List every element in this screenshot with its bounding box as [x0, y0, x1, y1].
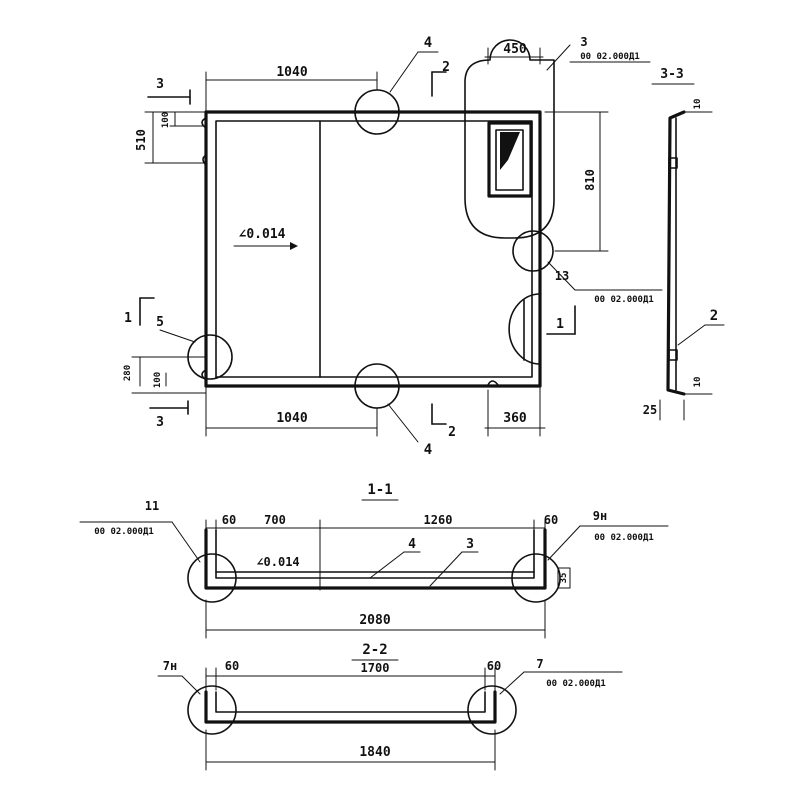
section-22-title: 2-2 [362, 642, 387, 658]
section-22-dim-1700: 1700 [361, 661, 390, 675]
detail-arc-1-1 [508, 293, 541, 365]
slope-arrow-head [290, 242, 298, 250]
section-22-dim-60-left: 60 [225, 659, 239, 673]
section-11-dim-35: 35 [559, 573, 569, 584]
section-11-dim-35-box [557, 567, 571, 589]
drain-block-fill [500, 132, 520, 170]
cut-2-top: 2 [442, 60, 450, 75]
section-33-callout-2: 2 [710, 308, 718, 324]
section-11-dim-1260: 1260 [424, 513, 453, 527]
section-22-leader-7 [499, 671, 525, 695]
section-22-circle-7h [187, 685, 237, 735]
cut-2-bottom: 2 [448, 425, 456, 440]
dim-top-width: 1040 [276, 65, 307, 80]
section-22-leader-7h [181, 675, 201, 695]
leader-3 [546, 44, 571, 71]
section-22-callout-7h: 7н [163, 659, 177, 673]
section-11-callout-4: 4 [408, 537, 416, 552]
callout-3-ref: 00 02.000Д1 [580, 52, 640, 62]
cut-1-left: 1 [124, 311, 132, 326]
dim-left-280: 280 [123, 365, 133, 381]
section-33-dim-10-top: 10 [693, 99, 703, 110]
section-1-1: 1-1 60 700 1260 60 ∠0.014 4 3 11 00 02.0… [79, 482, 669, 639]
section-33-notch-bottom [668, 349, 678, 361]
section-22-inner-profile [215, 691, 486, 713]
section-11-dim-60-right: 60 [544, 513, 558, 527]
leader-13 [547, 261, 576, 291]
section-33-profile [666, 110, 686, 396]
leader-4-top [389, 51, 419, 93]
dim-left-100-top: 100 [161, 112, 171, 128]
drain-block-inner [495, 129, 524, 191]
section-11-callout-3: 3 [466, 537, 474, 552]
section-22-circle-7 [467, 685, 517, 735]
plan-outer-outline [204, 110, 542, 388]
cut-1-right: 1 [556, 317, 564, 332]
section-11-leader-4 [369, 551, 405, 579]
section-33-leader-2 [677, 324, 706, 346]
cut-3-left: 3 [156, 77, 164, 92]
oblong-callout-3 [464, 39, 555, 239]
leader-5 [159, 329, 196, 343]
hook-left-top [201, 117, 207, 129]
leader-4-bottom [387, 403, 419, 443]
dim-left-510: 510 [134, 129, 148, 151]
detail-circle-13 [512, 230, 554, 272]
section-22-dim-60-right: 60 [487, 659, 501, 673]
section-11-circle-11 [187, 553, 237, 603]
callout-13-ref: 00 02.000Д1 [594, 295, 654, 305]
plan-inner-rim [215, 120, 533, 378]
cut-3-left-bottom: 3 [156, 415, 164, 430]
section-22-callout-7: 7 [536, 657, 543, 671]
section-11-inner-profile [215, 529, 535, 579]
section-3-3: 3-3 10 10 25 2 [643, 67, 725, 421]
section-2-2: 2-2 1700 60 60 7н 7 00 02.000Д1 1840 [157, 642, 623, 771]
section-11-leader-3 [429, 551, 463, 587]
section-11-callout-9h: 9н [593, 509, 607, 523]
section-33-title: 3-3 [660, 67, 683, 82]
dim-left-100-bottom: 100 [153, 372, 163, 388]
callout-4-top: 4 [424, 35, 432, 51]
section-22-outer-profile [204, 690, 497, 724]
plan-view: 1040 450 3 00 02.000Д1 4 2 3 510 100 ∠0.… [123, 35, 663, 458]
drain-block [487, 121, 533, 198]
dim-bottom-width: 1040 [276, 411, 307, 426]
section-11-slope: ∠0.014 [256, 555, 299, 569]
section-11-leader-9h [547, 525, 581, 561]
section-33-dim-25: 25 [643, 403, 657, 417]
dim-right-810: 810 [583, 169, 597, 191]
dim-bottom-right: 360 [503, 411, 527, 426]
section-11-leader-11 [171, 521, 201, 563]
callout-5: 5 [156, 315, 164, 330]
section-33-dim-10-bottom: 10 [693, 377, 703, 388]
section-11-dim-60-left: 60 [222, 513, 236, 527]
callout-3-top: 3 [580, 35, 587, 49]
section-11-callout-9h-ref: 00 02.000Д1 [594, 533, 654, 543]
plan-slope: ∠0.014 [239, 227, 286, 242]
callout-13: 13 [555, 269, 569, 283]
section-11-callout-11-ref: 00 02.000Д1 [94, 527, 154, 537]
section-11-circle-9h [511, 553, 561, 603]
section-33-notch-top [668, 157, 678, 169]
section-22-callout-7-ref: 00 02.000Д1 [546, 679, 606, 689]
hook-bottom-right [487, 380, 499, 386]
section-22-dim-1840: 1840 [359, 745, 390, 760]
hook-left-mid [202, 154, 207, 166]
section-11-dim-2080: 2080 [359, 613, 390, 628]
dim-top-right: 450 [503, 42, 527, 57]
callout-4-bottom: 4 [424, 442, 432, 458]
section-11-callout-11: 11 [145, 499, 159, 513]
section-11-title: 1-1 [367, 482, 392, 498]
section-11-dim-700: 700 [264, 513, 286, 527]
